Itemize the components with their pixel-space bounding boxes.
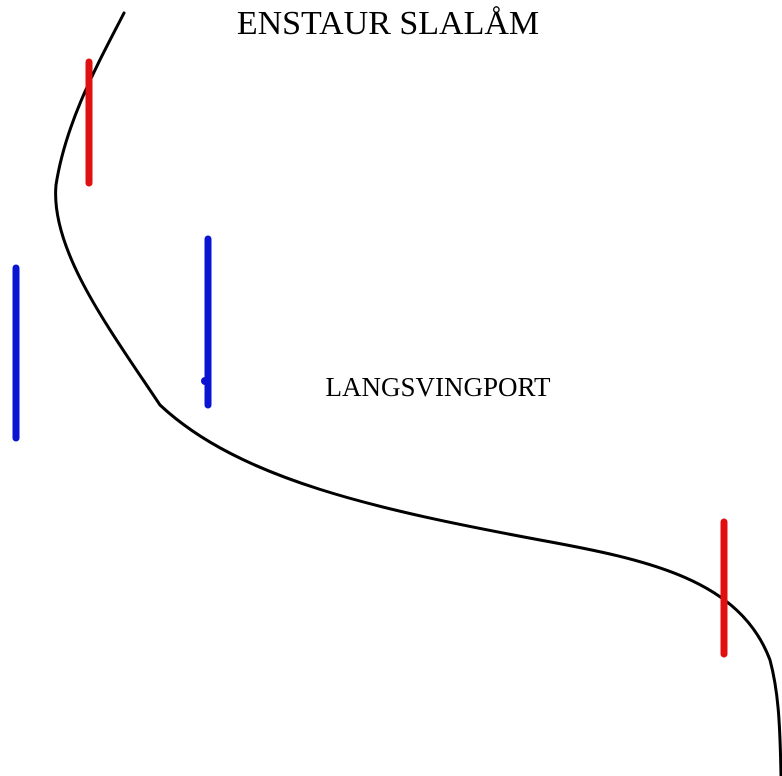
diagram-title: ENSTAUR SLALÅM (237, 5, 539, 42)
blue-pole-2-knob (201, 377, 209, 385)
ski-line (54, 11, 782, 776)
gate-label: LANGSVINGPORT (326, 372, 551, 402)
